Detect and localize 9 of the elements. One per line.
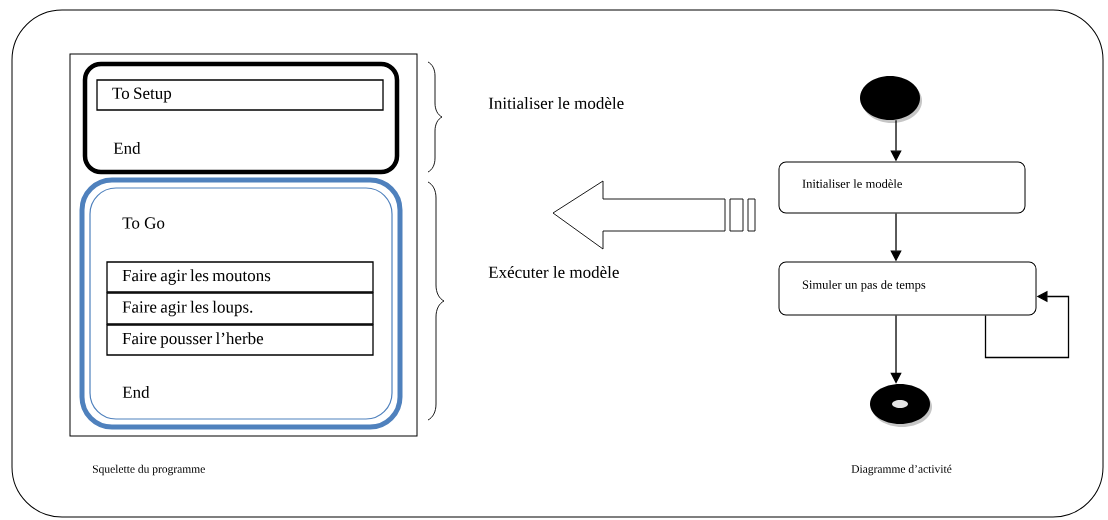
caption: Diagramme d’activité — [851, 464, 952, 476]
final-node — [870, 384, 932, 427]
action-box: Initialiser le modèle — [778, 161, 1026, 214]
node-label: Squelette du programme — [92, 464, 205, 476]
annotation-text: Initialiser le modèle — [488, 97, 624, 109]
initial-node — [860, 76, 922, 123]
action-box: Simuler un pas de temps — [778, 261, 1037, 316]
program-listing-box — [69, 53, 418, 476]
annotation-text: Exécuter le modèle — [488, 266, 619, 278]
